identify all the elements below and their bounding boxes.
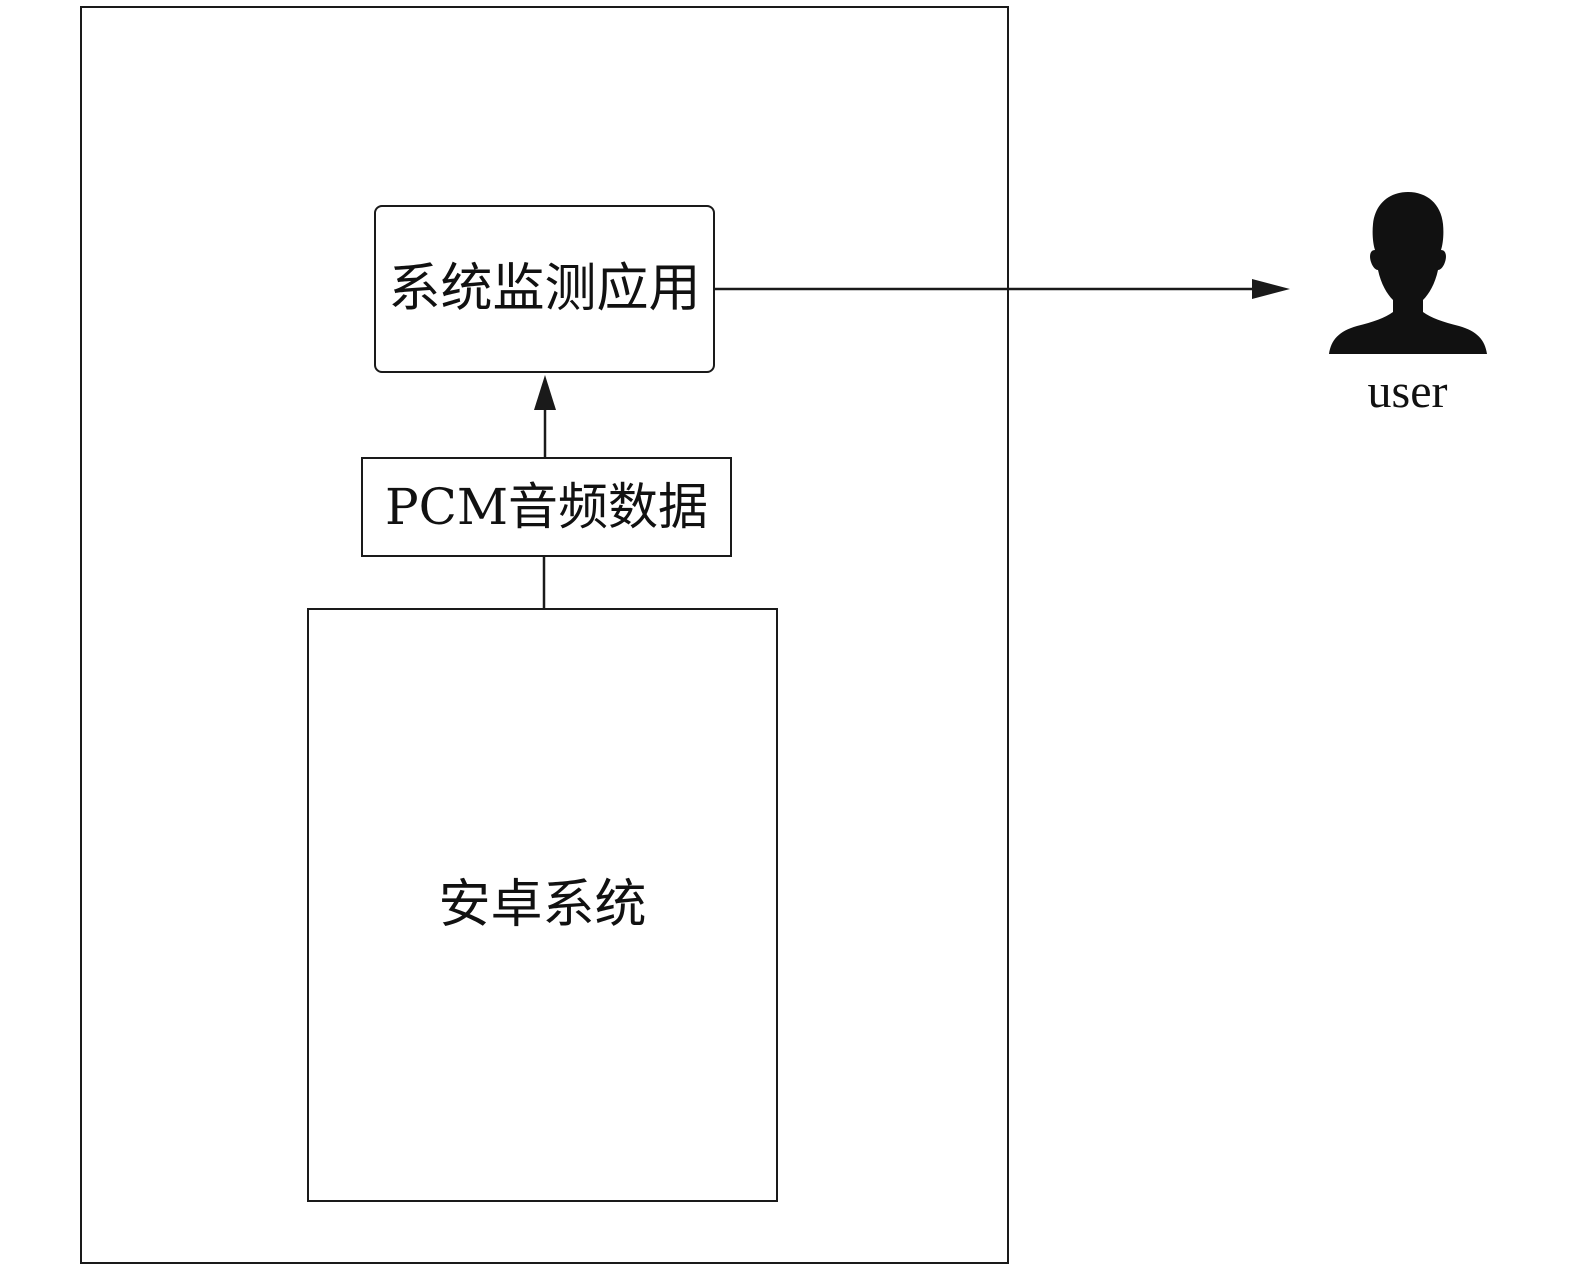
pcm-data-label: PCM音频数据: [384, 478, 709, 536]
user-silhouette-icon: [1328, 192, 1487, 354]
android-system-label: 安卓系统: [438, 875, 647, 935]
arrowhead-right-icon: [1252, 279, 1290, 299]
monitor-app-label: 系统监测应用: [388, 259, 701, 319]
device-boundary-frame: [80, 6, 1009, 1264]
user-label: user: [1367, 365, 1448, 418]
pcm-data-node: PCM音频数据: [361, 457, 732, 557]
monitor-app-node: 系统监测应用: [374, 205, 715, 373]
user-actor: user: [1320, 188, 1495, 428]
android-system-node: 安卓系统: [307, 608, 778, 1202]
